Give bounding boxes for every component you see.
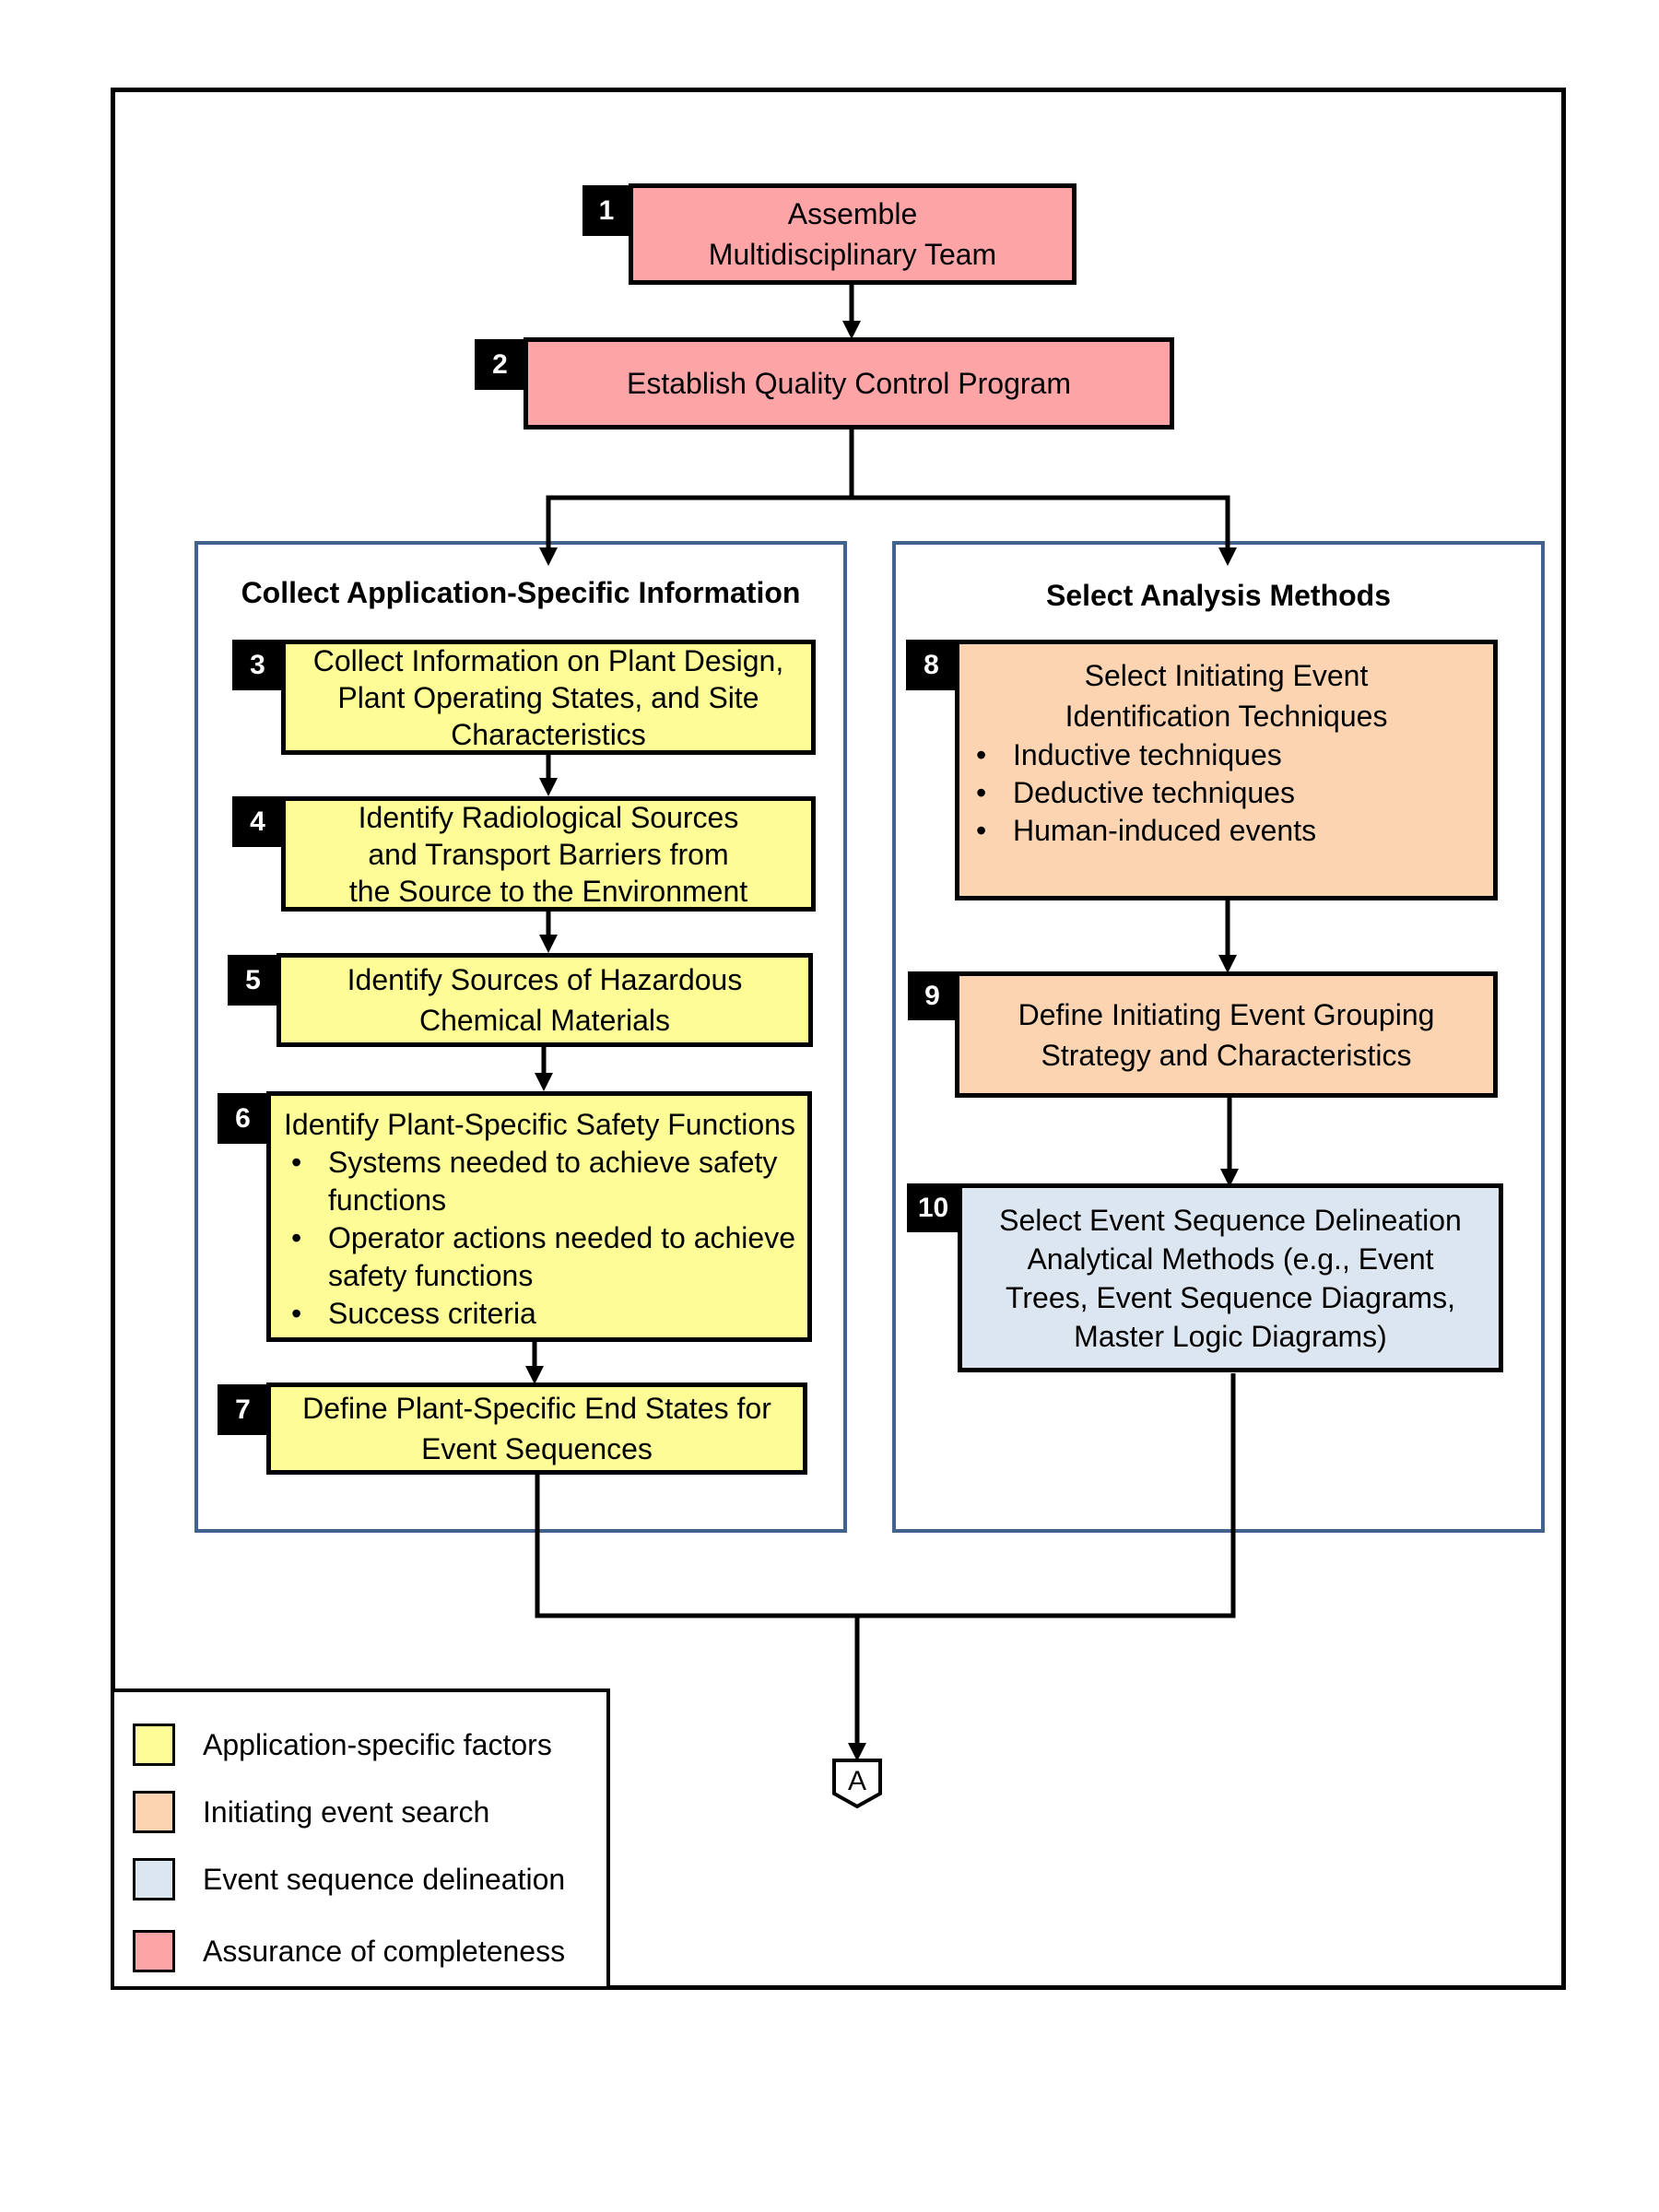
step-10-line-1: Select Event Sequence Delineation — [999, 1203, 1462, 1237]
step-6-badge: 6 — [218, 1093, 268, 1144]
step-7-box: Define Plant-Specific End States for Eve… — [266, 1382, 807, 1475]
step-8-bullet-3: Human-induced events — [969, 812, 1316, 850]
legend-label-assurance: Assurance of completeness — [203, 1934, 566, 1968]
step-2-line-1: Establish Quality Control Program — [627, 367, 1071, 400]
step-8-line-1: Select Initiating Event — [1084, 659, 1369, 692]
legend-item-delineation: Event sequence delineation — [133, 1856, 565, 1902]
step-9-line-1: Define Initiating Event Grouping — [1018, 997, 1435, 1031]
step-5-box: Identify Sources of Hazardous Chemical M… — [276, 953, 813, 1047]
group-title-analysis-methods: Select Analysis Methods — [1045, 579, 1392, 612]
step-6-title: Identify Plant-Specific Safety Functions — [284, 1108, 795, 1141]
step-2-badge: 2 — [475, 339, 525, 390]
step-4-badge: 4 — [232, 796, 283, 847]
legend-label-initiating: Initiating event search — [203, 1794, 490, 1829]
step-10-line-3: Trees, Event Sequence Diagrams, — [1006, 1280, 1455, 1314]
step-5-badge: 5 — [228, 955, 278, 1006]
step-10-box: Select Event Sequence Delineation Analyt… — [958, 1183, 1503, 1372]
legend-item-application: Application-specific factors — [133, 1722, 552, 1768]
legend-swatch-initiating — [133, 1791, 175, 1833]
step-1-box: Assemble Multidisciplinary Team — [629, 183, 1077, 285]
step-6-box: Identify Plant-Specific Safety Functions… — [266, 1091, 812, 1342]
step-5-line-1: Identify Sources of Hazardous — [347, 963, 743, 996]
step-8-bullets: Inductive techniques Deductive technique… — [969, 736, 1316, 850]
step-8-bullet-1: Inductive techniques — [969, 736, 1316, 774]
outer-frame — [111, 88, 1566, 1990]
step-8-box: Select Initiating Event Identification T… — [955, 640, 1498, 900]
step-7-badge: 7 — [218, 1384, 268, 1435]
step-9-badge: 9 — [908, 971, 957, 1020]
legend: Application-specific factors Initiating … — [111, 1688, 610, 1990]
legend-swatch-assurance — [133, 1930, 175, 1972]
step-3-line-2: Plant Operating States, and Site — [337, 680, 759, 714]
step-1-line-2: Multidisciplinary Team — [708, 238, 997, 271]
step-7-line-2: Event Sequences — [421, 1432, 653, 1465]
step-9-box: Define Initiating Event Grouping Strateg… — [955, 971, 1498, 1098]
step-2-box: Establish Quality Control Program — [524, 337, 1174, 429]
step-4-box: Identify Radiological Sources and Transp… — [281, 796, 816, 912]
step-4-line-1: Identify Radiological Sources — [358, 800, 739, 834]
step-10-line-4: Master Logic Diagrams) — [1074, 1319, 1387, 1353]
step-10-badge: 10 — [907, 1183, 959, 1232]
step-3-box: Collect Information on Plant Design, Pla… — [281, 640, 816, 755]
step-5-line-2: Chemical Materials — [418, 1004, 671, 1037]
step-6-bullets: Systems needed to achieve safety functio… — [284, 1144, 807, 1333]
step-3-line-1: Collect Information on Plant Design, — [312, 643, 784, 677]
legend-swatch-delineation — [133, 1858, 175, 1900]
step-6-bullet-2: Operator actions needed to achieve safet… — [284, 1219, 807, 1295]
legend-item-assurance: Assurance of completeness — [133, 1928, 565, 1974]
legend-label-application: Application-specific factors — [203, 1727, 552, 1761]
step-8-bullet-2: Deductive techniques — [969, 774, 1316, 812]
step-3-badge: 3 — [232, 640, 283, 690]
legend-item-initiating: Initiating event search — [133, 1789, 489, 1835]
group-title-application-info: Collect Application-Specific Information — [241, 576, 801, 609]
step-7-line-1: Define Plant-Specific End States for — [302, 1392, 771, 1425]
step-10-line-2: Analytical Methods (e.g., Event — [1027, 1241, 1434, 1276]
step-3-line-3: Characteristics — [451, 717, 646, 751]
group-application-info — [194, 541, 847, 1533]
legend-swatch-application — [133, 1724, 175, 1766]
step-4-line-2: and Transport Barriers from — [368, 837, 729, 871]
step-1-badge: 1 — [582, 185, 630, 236]
step-8-line-2: Identification Techniques — [1065, 700, 1388, 733]
step-6-bullet-1: Systems needed to achieve safety functio… — [284, 1144, 807, 1219]
legend-label-delineation: Event sequence delineation — [203, 1862, 566, 1896]
step-6-bullet-3: Success criteria — [284, 1295, 807, 1333]
step-8-badge: 8 — [906, 640, 957, 690]
step-4-line-3: the Source to the Environment — [348, 874, 748, 908]
step-1-line-1: Assemble — [787, 197, 918, 230]
step-9-line-2: Strategy and Characteristics — [1041, 1038, 1412, 1072]
